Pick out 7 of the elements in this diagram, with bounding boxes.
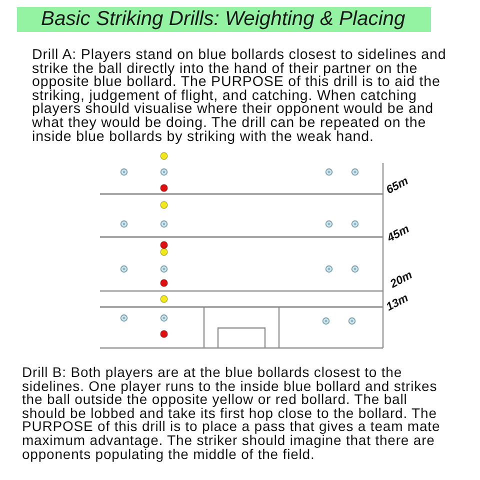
- distance-label: 20m: [388, 269, 414, 291]
- distance-label: 65m: [384, 175, 410, 197]
- distance-label: 13m: [384, 292, 410, 314]
- drill-description: Drill B: Both players are at the blue bollards closest to the sidelines. One player runs to the inside blue bollard and strikes the ball outside the opposite yellow or red bollard. The ball should be lobbed and take its first hop close to the bollard. The PURPOSE of this drill is to place a pass that gives a team mate maximum advantage. The striker should imagine that there are opponents populating the middle of the field.: [22, 366, 442, 462]
- distance-label: 45m: [386, 223, 412, 245]
- title-banner: Basic Striking Drills: Weighting & Placing: [17, 7, 431, 32]
- drill-description: Drill A: Players stand on blue bollards closest to sidelines and strike the ball directly into the hand of their partner on the opposite blue bollard. The PURPOSE of this drill is to aid the striking, judgement of flight, and catching. When catching players should visualise where their opponent would be and what they would be doing. The drill can be repeated on the inside blue bollards by striking with the weak hand.: [32, 49, 448, 144]
